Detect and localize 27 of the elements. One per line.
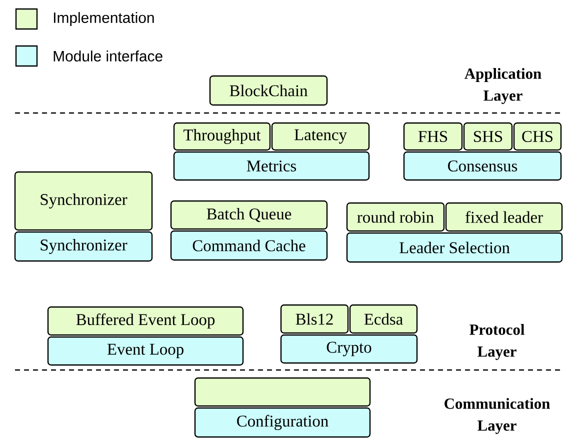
module-box: Configuration — [194, 407, 371, 438]
module-box: Command Cache — [170, 230, 328, 261]
layer-label: Protocol Layer — [470, 324, 524, 360]
implementation-box: FHS — [403, 122, 463, 151]
implementation-box: SHS — [463, 122, 513, 151]
layer-label: Application Layer — [464, 68, 542, 104]
implementation-box: fixed leader — [445, 202, 563, 232]
module-box: Event Loop — [47, 336, 244, 366]
implementation-box: Throughput — [173, 122, 271, 151]
implementation-box: BlockChain — [209, 75, 328, 106]
implementation-box: Batch Queue — [170, 200, 328, 230]
legend-label: Implementation — [54, 12, 154, 26]
implementation-box: Buffered Event Loop — [47, 306, 244, 336]
implementation-box — [194, 377, 371, 407]
module-box: Synchronizer — [14, 231, 153, 262]
implementation-box: Synchronizer — [14, 171, 153, 231]
module-box: Crypto — [280, 334, 418, 364]
module-box: Metrics — [173, 151, 370, 181]
implementation-box: Bls12 — [280, 304, 349, 334]
module-box: Leader Selection — [346, 232, 563, 263]
implementation-box: round robin — [346, 202, 445, 232]
legend-label: Module interface — [54, 50, 162, 62]
implementation-box: CHS — [513, 122, 562, 151]
implementation-box: Ecdsa — [349, 304, 418, 334]
module-box: Consensus — [403, 151, 562, 181]
layer-label: Communication Layer — [444, 398, 550, 434]
implementation-box: Latency — [271, 122, 370, 151]
